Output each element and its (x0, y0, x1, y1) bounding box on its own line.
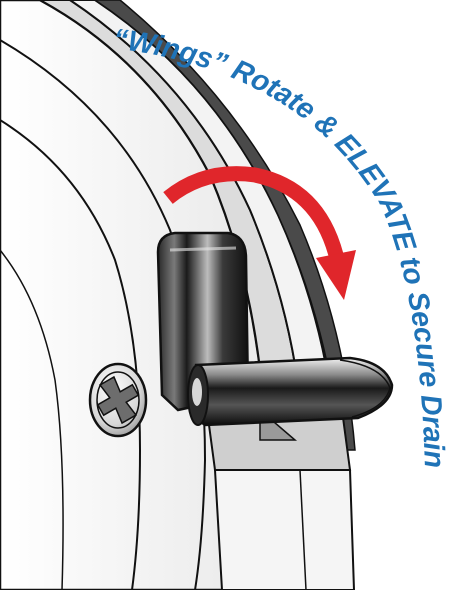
phillips-screw-icon (90, 364, 147, 436)
